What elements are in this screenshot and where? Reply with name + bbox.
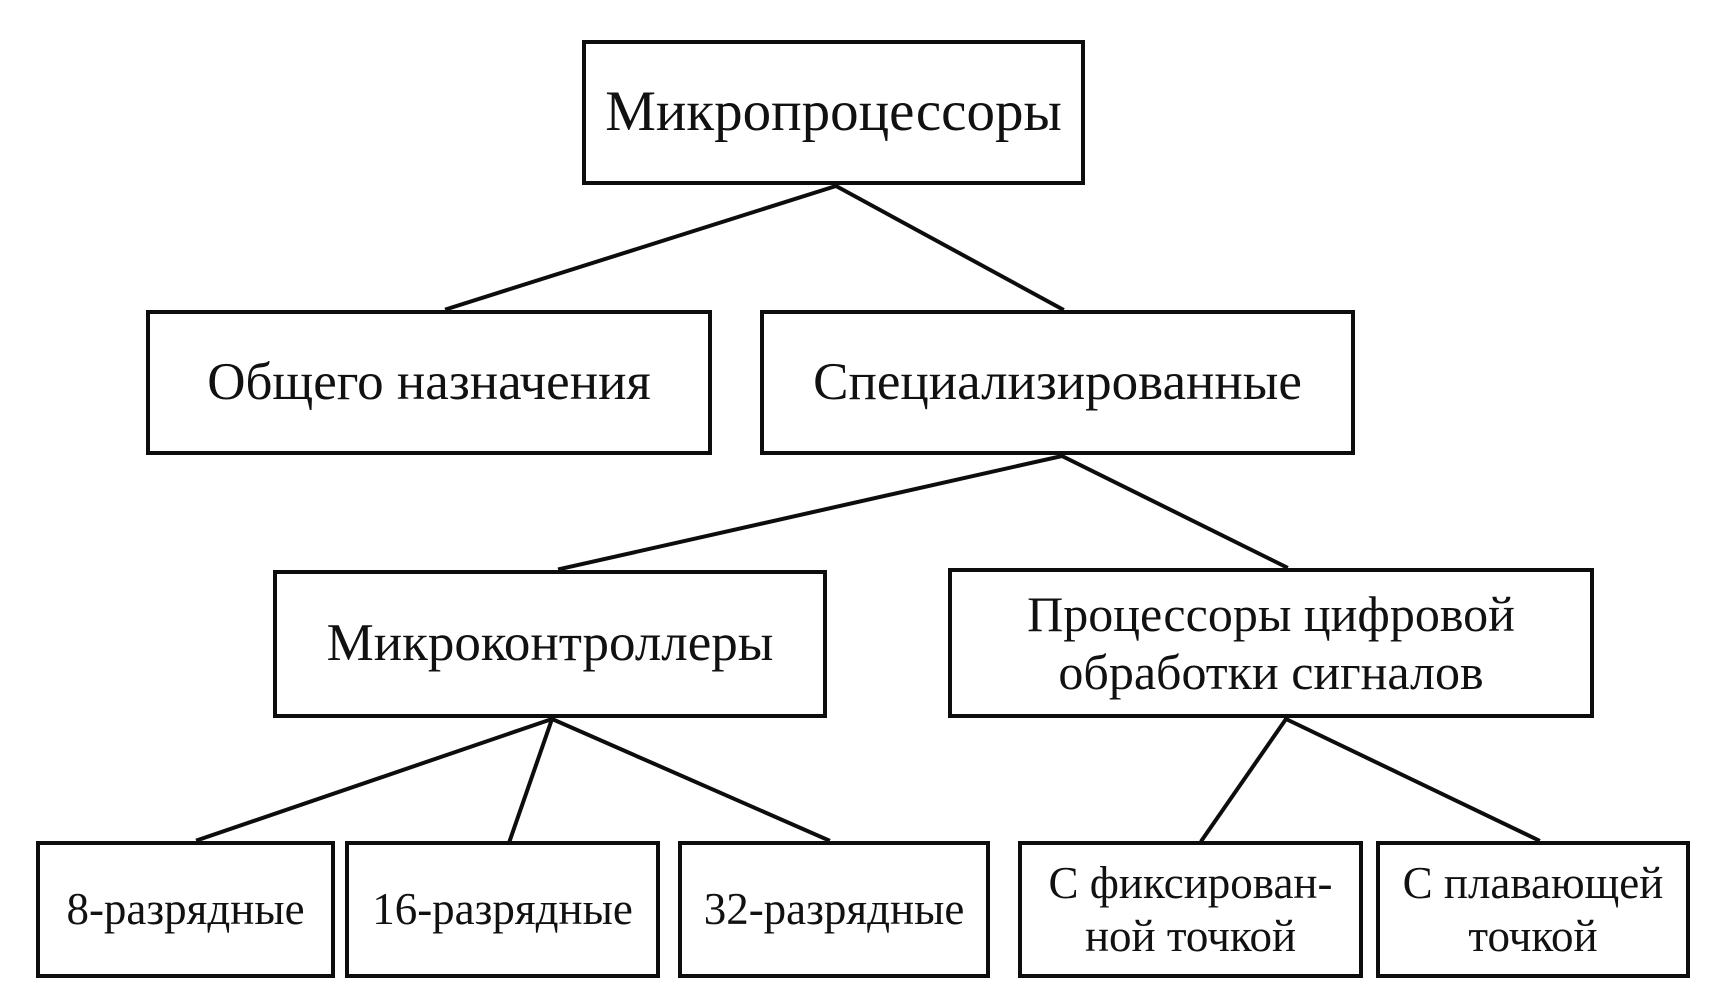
node-32-bit: 32-разрядные — [678, 841, 990, 978]
node-digital-signal-processors: Процессоры цифровой обработки сигналов — [948, 568, 1594, 718]
node-8-bit: 8-разрядные — [36, 841, 335, 978]
node-label: С плавающей точкой — [1402, 858, 1664, 961]
node-microcontrollers: Микроконтроллеры — [273, 570, 827, 718]
node-label: 8-разрядные — [66, 884, 305, 935]
node-label: Микропроцессоры — [605, 80, 1062, 144]
node-label: Общего назначения — [207, 352, 651, 411]
edge-special-dsp — [1059, 453, 1289, 570]
node-16-bit: 16-разрядные — [345, 841, 660, 978]
node-label: 32-разрядные — [703, 884, 965, 935]
node-label: 16-разрядные — [372, 884, 633, 935]
edge-root-special — [833, 183, 1065, 312]
node-label: Микроконтроллеры — [326, 614, 774, 673]
node-general-purpose: Общего назначения — [146, 310, 712, 455]
node-fixed-point: С фиксирован- ной точкой — [1018, 841, 1363, 978]
edge-dsp-fixed — [1199, 716, 1289, 843]
node-label: Процессоры цифровой обработки сигналов — [1027, 586, 1515, 700]
edge-dsp-float — [1283, 716, 1541, 843]
edge-root-general — [444, 183, 839, 312]
edge-mcu-b32 — [549, 716, 831, 843]
node-label: Специализированные — [813, 352, 1302, 411]
node-label: С фиксирован- ной точкой — [1048, 858, 1333, 961]
node-floating-point: С плавающей точкой — [1376, 841, 1690, 978]
edge-mcu-b16 — [507, 716, 555, 843]
node-specialized: Специализированные — [760, 310, 1355, 455]
node-microprocessors: Микропроцессоры — [582, 40, 1085, 185]
edge-mcu-b8 — [195, 716, 555, 843]
edge-special-mcu — [557, 453, 1065, 572]
